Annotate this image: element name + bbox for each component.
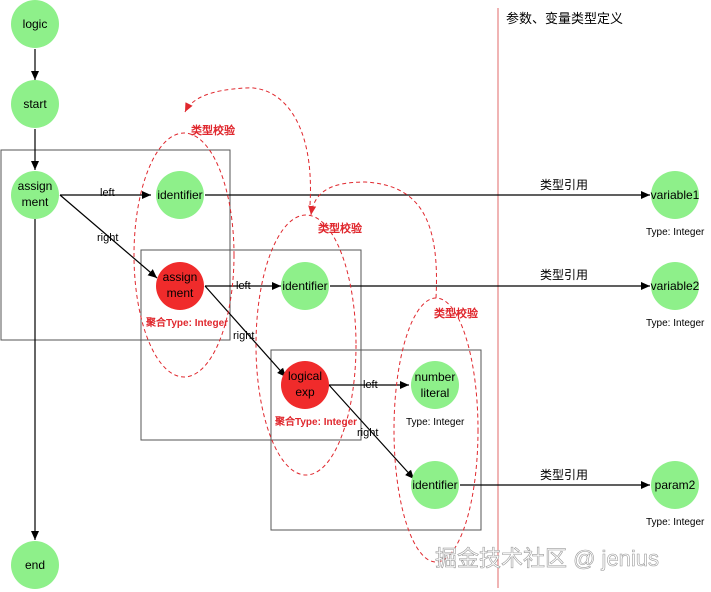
node-logic-label: logic bbox=[23, 17, 48, 31]
node-logical-exp-line1: logical bbox=[288, 369, 322, 383]
agg-type-label-1: 聚合Type: Integer bbox=[145, 316, 228, 329]
edge-label-right-2: right bbox=[233, 330, 254, 342]
edge-label-left-2: left bbox=[236, 280, 251, 292]
node-assignment-2[interactable]: assign ment bbox=[156, 262, 204, 310]
type-check-arc-1 bbox=[184, 87, 311, 206]
edge-label-right-3: right bbox=[357, 427, 378, 439]
scope-box-2 bbox=[140, 249, 362, 441]
node-variable2[interactable]: variable2 bbox=[651, 262, 700, 310]
node-identifier-1-label: identifier bbox=[157, 188, 202, 202]
node-variable1-label: variable1 bbox=[651, 188, 700, 202]
node-logic[interactable]: logic bbox=[11, 0, 59, 48]
watermark: 掘金技术社区 @ jenius bbox=[435, 546, 659, 571]
type-ref-label-2: 类型引用 bbox=[540, 268, 588, 282]
type-check-loop-1 bbox=[133, 132, 235, 378]
node-identifier-2-label: identifier bbox=[282, 279, 327, 293]
type-label-number-literal: Type: Integer bbox=[406, 417, 465, 428]
node-assignment-1-line2: ment bbox=[22, 195, 49, 209]
type-check-arc-2 bbox=[308, 181, 437, 299]
node-number-literal-line2: literal bbox=[421, 386, 450, 400]
section-header: 参数、变量类型定义 bbox=[506, 11, 623, 26]
node-identifier-3[interactable]: identifier bbox=[411, 461, 459, 509]
node-logical-exp[interactable]: logical exp bbox=[281, 361, 329, 409]
type-label-variable2: Type: Integer bbox=[646, 318, 705, 329]
edge-right-2 bbox=[204, 285, 287, 378]
edge-right-1 bbox=[59, 194, 158, 279]
node-identifier-1[interactable]: identifier bbox=[156, 171, 204, 219]
node-logical-exp-line2: exp bbox=[295, 385, 315, 399]
edge-label-left-3: left bbox=[363, 379, 378, 391]
type-ref-label-3: 类型引用 bbox=[540, 468, 588, 482]
node-number-literal-line1: number bbox=[415, 370, 456, 384]
node-assignment-1[interactable]: assign ment bbox=[11, 171, 59, 219]
edge-label-right-1: right bbox=[97, 232, 118, 244]
node-assignment-2-line1: assign bbox=[163, 270, 198, 284]
type-check-label-1: 类型校验 bbox=[191, 123, 236, 137]
node-start-label: start bbox=[23, 97, 47, 111]
node-end[interactable]: end bbox=[11, 541, 59, 589]
node-end-label: end bbox=[25, 558, 45, 572]
type-label-variable1: Type: Integer bbox=[646, 227, 705, 238]
node-param2[interactable]: param2 bbox=[651, 461, 699, 509]
type-ref-label-1: 类型引用 bbox=[540, 178, 588, 192]
node-variable1[interactable]: variable1 bbox=[651, 171, 700, 219]
node-assignment-2-line2: ment bbox=[167, 286, 194, 300]
node-assignment-1-line1: assign bbox=[18, 179, 53, 193]
type-check-loop-2 bbox=[255, 214, 357, 476]
edge-label-left-1: left bbox=[100, 187, 115, 199]
scope-box-1 bbox=[0, 149, 231, 341]
edge-right-3 bbox=[328, 384, 415, 480]
agg-type-label-2: 聚合Type: Integer bbox=[274, 415, 357, 428]
scope-box-3 bbox=[270, 349, 482, 531]
node-identifier-3-label: identifier bbox=[412, 478, 457, 492]
node-param2-label: param2 bbox=[655, 478, 696, 492]
type-label-param2: Type: Integer bbox=[646, 517, 705, 528]
node-identifier-2[interactable]: identifier bbox=[281, 262, 329, 310]
type-check-label-3: 类型校验 bbox=[434, 306, 479, 320]
node-variable2-label: variable2 bbox=[651, 279, 700, 293]
node-number-literal[interactable]: number literal bbox=[411, 361, 459, 409]
node-start[interactable]: start bbox=[11, 80, 59, 128]
type-check-loop-3 bbox=[393, 297, 479, 563]
type-check-label-2: 类型校验 bbox=[318, 221, 363, 235]
